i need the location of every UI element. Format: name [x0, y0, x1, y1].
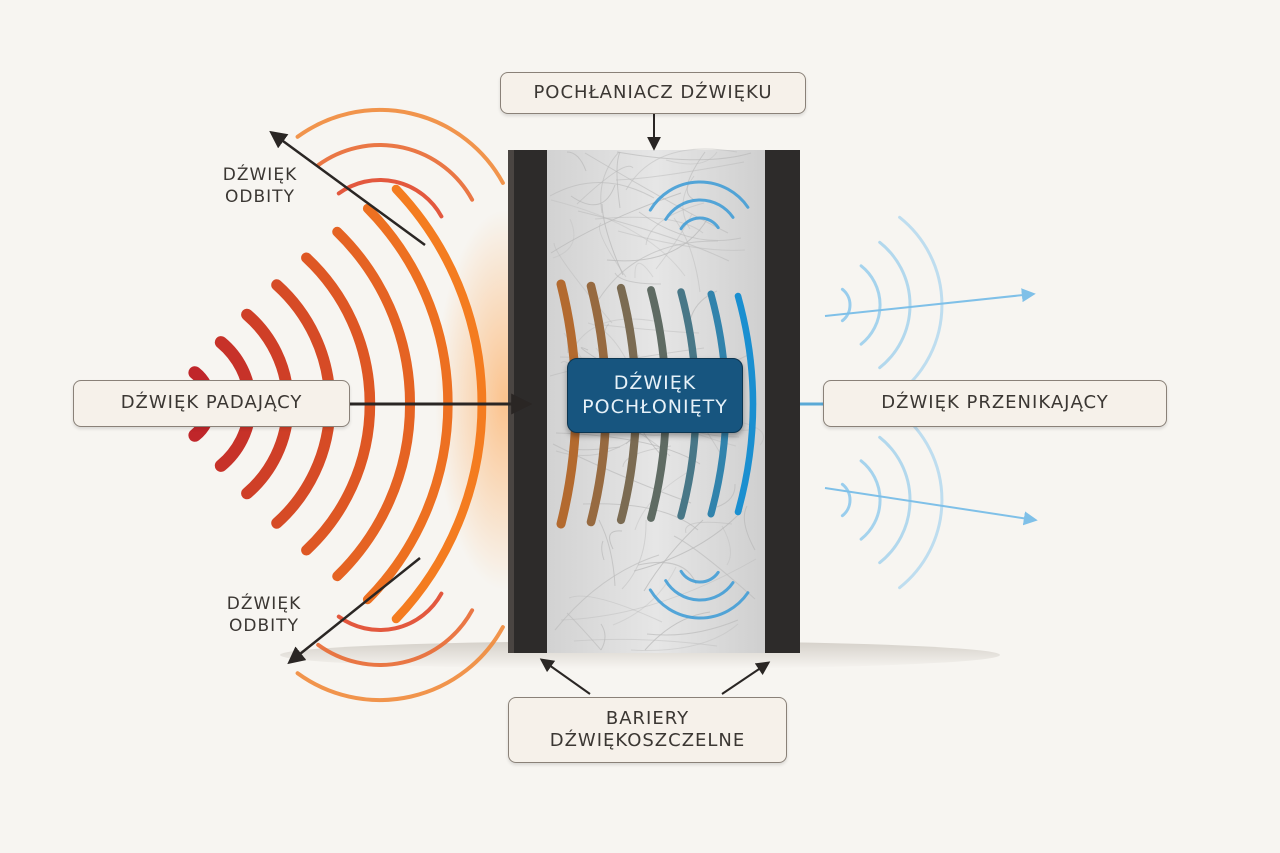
fiber-strand: [743, 422, 764, 446]
fiber-strand: [560, 558, 757, 621]
fiber-strand: [573, 638, 718, 647]
fiber-strand: [577, 210, 730, 262]
fiber-strand: [600, 623, 606, 651]
absorbed-inner-arc: [648, 588, 750, 620]
fiber-strand: [598, 519, 616, 587]
absorbed-label-line1: DŹWIĘK: [613, 371, 697, 394]
fiber-strand: [644, 611, 711, 651]
transmitted-waves: [840, 215, 944, 590]
transmitted-wave-arc: [840, 287, 852, 323]
arrows: [269, 114, 771, 695]
fiber-strand: [566, 612, 602, 651]
barrier-right: [765, 150, 800, 653]
fiber-strand: [566, 151, 587, 172]
reflected-bottom-line2: ODBITY: [229, 616, 299, 637]
transmitted-wave-arc: [878, 240, 912, 370]
absorbed-inner-arc: [664, 198, 735, 221]
floor-shadow: [280, 641, 1000, 669]
reflected-bottom-line1: DŹWIĘK: [226, 594, 302, 614]
fiber-strand: [614, 272, 662, 285]
reflected-top-line2: ODBITY: [225, 187, 295, 208]
fiber-strand: [615, 161, 745, 181]
transmitted-wave-arc: [898, 410, 944, 590]
fiber-strand: [716, 483, 736, 508]
fiber-strand: [721, 525, 732, 566]
transmitted-arrows: [800, 288, 1038, 526]
reflected-top-label: DŹWIĘK ODBITY: [190, 164, 330, 208]
transmitted-arrow-bottom: [824, 487, 1038, 526]
fiber-strand: [598, 222, 627, 278]
reflected-wave-arc: [295, 107, 505, 185]
barrier-left-arrow: [539, 658, 591, 695]
fiber-strand: [630, 623, 739, 651]
fiber-strand: [598, 240, 719, 300]
fiber-strand: [616, 151, 752, 161]
fiber-strand: [616, 151, 621, 209]
absorbed-inner-arc: [679, 569, 720, 584]
transmitted-wave-arc: [840, 482, 852, 518]
absorbed-label: DŹWIĘK POCHŁONIĘTY: [567, 358, 743, 433]
absorbed-inner-arc: [664, 579, 735, 602]
reflected-wave-arc: [336, 178, 444, 219]
transmitted-label-text: DŹWIĘK PRZENIKAJĄCY: [881, 392, 1109, 414]
fiber-strand: [601, 540, 605, 561]
absorber-label: POCHŁANIACZ DŹWIĘKU: [500, 72, 806, 114]
fiber-strand: [634, 262, 654, 279]
fiber-strand: [645, 202, 705, 246]
fiber-strand: [633, 510, 743, 572]
fiber-strand: [612, 566, 677, 626]
fiber-strand: [550, 192, 682, 254]
incident-label-text: DŹWIĘK PADAJĄCY: [120, 392, 303, 414]
transmitted-wave-arc: [898, 215, 944, 395]
reflected-wave-arc: [316, 608, 475, 667]
absorber-label-text: POCHŁANIACZ DŹWIĘKU: [533, 81, 773, 103]
reflected-bottom-label: DŹWIĘK ODBITY: [194, 593, 334, 637]
barrier-right-arrow: [721, 661, 771, 695]
fiber-strand: [568, 595, 663, 623]
fiber-strand: [637, 561, 697, 585]
reflected-top-line1: DŹWIĘK: [222, 165, 298, 185]
fiber-strand: [743, 505, 756, 551]
reflected-top-arrow: [269, 130, 426, 247]
fiber-strand: [617, 230, 746, 251]
reflected-wave-arc: [295, 625, 505, 703]
fiber-strand: [549, 182, 655, 199]
transmitted-label: DŹWIĘK PRZENIKAJĄCY: [823, 380, 1167, 427]
absorbed-wave-arc: [734, 292, 757, 516]
fiber-strand: [606, 217, 709, 262]
reflected-waves: [295, 107, 505, 703]
barriers-label-line1: BARIERY: [605, 707, 690, 729]
barrier-left-edge: [508, 150, 514, 653]
fiber-strand: [594, 216, 704, 234]
fiber-strand: [601, 203, 624, 276]
reflected-wave-arc: [316, 143, 475, 202]
fiber-strand: [685, 521, 733, 534]
absorbed-inner-arc: [648, 180, 750, 212]
fiber-strand: [554, 554, 660, 631]
fiber-strand: [552, 443, 692, 504]
fiber-strand: [646, 619, 739, 636]
fiber-strand: [609, 530, 623, 550]
transmitted-wave-arc: [859, 459, 882, 541]
fiber-strand: [600, 151, 620, 214]
fiber-strand: [576, 165, 634, 205]
fiber-strand: [673, 217, 701, 293]
barrier-left: [511, 150, 547, 653]
transmitted-wave-arc: [859, 264, 882, 346]
transmitted-arrow-top: [824, 288, 1036, 317]
reflected-wave-arc: [336, 591, 444, 632]
absorbed-inner-arc: [679, 216, 720, 231]
fiber-strand: [621, 519, 647, 590]
fiber-strand: [643, 519, 704, 592]
incident-label: DŹWIĘK PADAJĄCY: [73, 380, 350, 427]
fiber-strand: [570, 184, 616, 206]
barriers-label-line2: DŹWIĘKOSZCZELNE: [549, 730, 746, 751]
barriers-label: BARIERY DŹWIĘKOSZCZELNE: [508, 697, 787, 763]
reflected-bottom-arrow: [287, 557, 421, 665]
fiber-strand: [638, 211, 742, 241]
fiber-strand: [552, 218, 575, 259]
fiber-strand: [673, 535, 756, 600]
fiber-strand: [550, 199, 686, 277]
absorbed-label-line2: POCHŁONIĘTY: [582, 395, 728, 418]
